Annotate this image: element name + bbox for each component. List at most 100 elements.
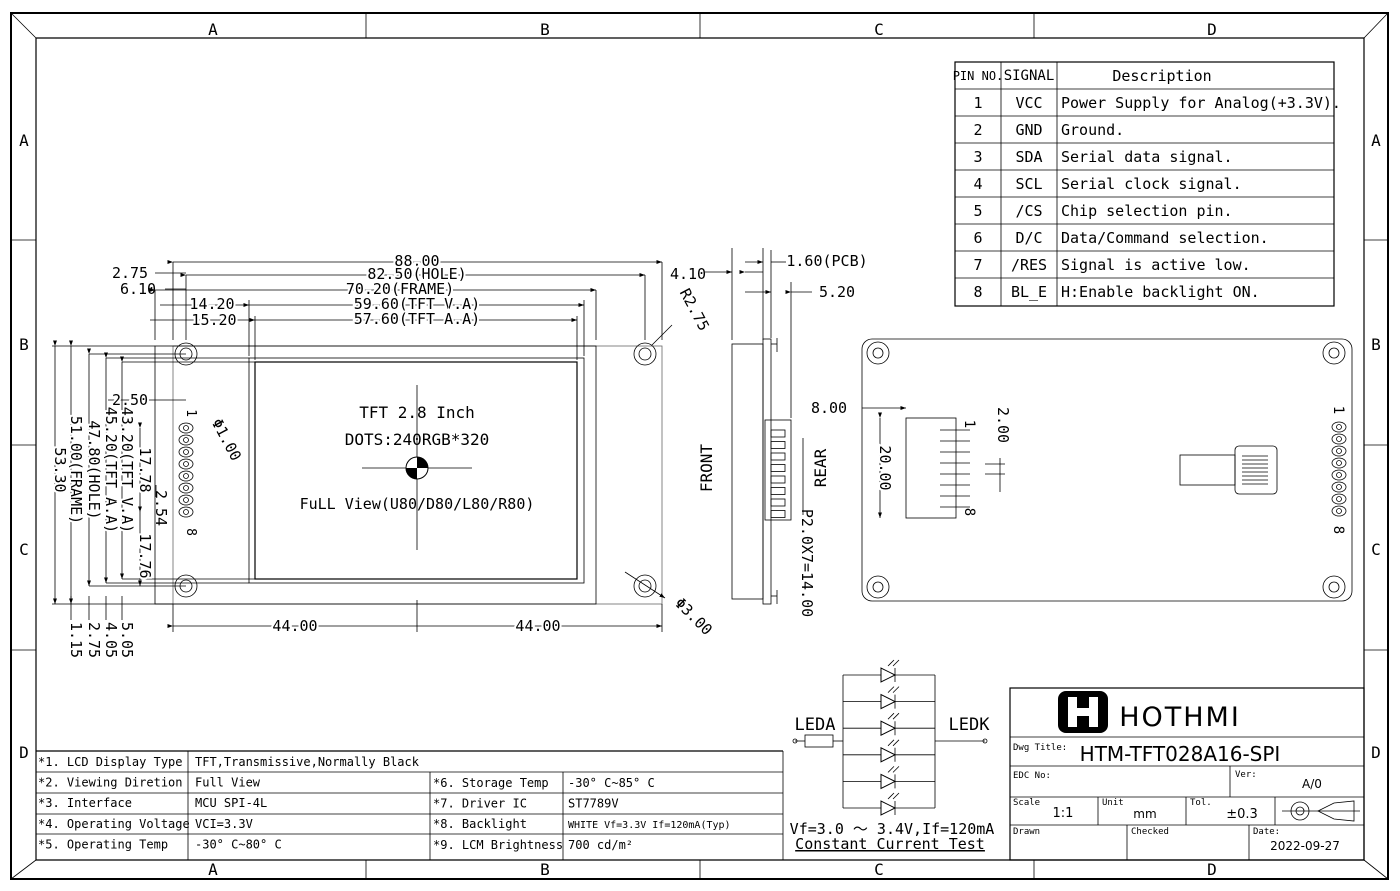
pin-table-description: Ground. — [1061, 121, 1124, 139]
pin-table-pin-no: 8 — [973, 283, 982, 301]
led-ray — [892, 766, 900, 773]
zone-row-d-right: D — [1371, 743, 1381, 762]
front-pin1-label: 1 — [183, 409, 198, 417]
side-pin — [770, 464, 786, 472]
pin-table-signal: /RES — [1011, 256, 1047, 274]
zone-labels: A B C D A B C D A B C D A B C D — [19, 20, 1381, 879]
led-diode-icon — [880, 720, 897, 737]
pin-table-header-signal: SIGNAL — [1004, 68, 1055, 84]
side-pitch-label: P2.0X7=14.00 — [798, 509, 816, 617]
pin-table-pin-no: 1 — [973, 94, 982, 112]
side-view: 4.10 1.60(PCB) 5.20 FRONT REAR P2.0X7=14… — [670, 248, 868, 617]
zone-row-c-right: C — [1371, 540, 1381, 559]
led-diode-icon — [880, 746, 897, 763]
rear-pin-hole — [1336, 484, 1342, 490]
title-block: HOTHMI Dwg Title: HTM-TFT028A16-SPI EDC … — [1009, 687, 1365, 861]
side-pin — [770, 487, 786, 495]
tol-value: ±0.3 — [1226, 807, 1258, 822]
rear-pin — [1331, 469, 1347, 481]
zone-col-d-top: D — [1207, 20, 1217, 39]
zone-col-b-top: B — [540, 20, 550, 39]
rear-dim-8-00: 8.00 — [811, 399, 847, 417]
unit-value: mm — [1133, 807, 1156, 821]
side-dim-5-20: 5.20 — [819, 283, 855, 301]
screen-title: TFT 2.8 Inch — [359, 403, 475, 422]
zone-row-c-left: C — [19, 540, 29, 559]
led-ray — [892, 686, 900, 693]
rear-pin — [1331, 445, 1347, 457]
pin-table-description: H:Enable backlight ON. — [1061, 283, 1260, 301]
backlight-circuit: LEDA LEDK Vf=3.0 ～ 3.4V,If=120mA Constan… — [790, 659, 994, 853]
led-ray — [887, 739, 895, 747]
pin-table-pin-no: 6 — [973, 229, 982, 247]
dwg-title-label: Dwg Title: — [1013, 743, 1067, 753]
pin-table-signal: VCC — [1015, 94, 1042, 112]
zone-row-a-right: A — [1371, 131, 1381, 150]
front-dims-small-bottom: 1.15 2.75 4.05 5.05 — [67, 596, 136, 658]
pin-table-pin-no: 5 — [973, 202, 982, 220]
pin-table-signal: BL_E — [1011, 283, 1047, 301]
pin-table-signal: SCL — [1015, 175, 1042, 193]
pin-table-signal: GND — [1015, 121, 1042, 139]
dim-14-20: 14.20 — [189, 295, 234, 313]
dim-70-20-frame: 70.20(FRAME) — [346, 280, 454, 298]
scale-label: Scale — [1013, 798, 1040, 808]
backlight-test: Constant Current Test — [795, 835, 985, 853]
front-dims-horizontal: 88.00 82.50(HOLE) 70.20(FRAME) 59.60(TFT… — [108, 250, 663, 411]
unit-label: Unit — [1102, 798, 1124, 808]
projection-symbol-icon — [1282, 800, 1360, 822]
rear-pin — [1331, 421, 1347, 433]
rear-dim-2-00: 2.00 — [994, 407, 1012, 443]
zone-col-b-bottom: B — [540, 860, 550, 879]
front-dims-vertical: 53.30 51.00(FRAME) 47.80(HOLE) 45.20(TFT… — [49, 340, 255, 604]
pin-table-signal: D/C — [1015, 229, 1042, 247]
dim-43-20-va: 43.20(TFT V.A) — [118, 407, 136, 533]
rear-pin-hole — [1336, 436, 1342, 442]
spec-label: *4. Operating Voltage — [38, 817, 190, 831]
dim-2-75-small: 2.75 — [85, 622, 103, 658]
side-pin — [770, 498, 786, 507]
front-pin-hole — [183, 509, 189, 515]
screen-dots: DOTS:240RGB*320 — [345, 430, 490, 449]
front-pin — [178, 446, 194, 458]
dim-17-78: 17.78 — [136, 447, 154, 492]
front-pin-hole — [183, 425, 189, 431]
spec-value: Full View — [195, 776, 261, 790]
front-pin — [178, 422, 194, 434]
front-pin — [178, 470, 194, 482]
dim-4-05: 4.05 — [102, 622, 120, 658]
led-ray — [892, 739, 900, 747]
dim-2-54: 2.54 — [152, 490, 170, 526]
zone-row-b-left: B — [19, 335, 29, 354]
spec-label: *6. Storage Temp — [433, 776, 549, 790]
rear-pin — [1331, 481, 1347, 493]
front-pin-hole — [183, 449, 189, 455]
dim-57-60-aa: 57.60(TFT A.A) — [354, 310, 480, 328]
side-pin — [770, 452, 786, 461]
spec-value: 700 cd/m² — [568, 838, 633, 852]
spec-value: VCI=3.3V — [195, 817, 253, 831]
dim-47-80-hole: 47.80(HOLE) — [85, 420, 103, 519]
edc-label: EDC No: — [1013, 771, 1051, 781]
ledk-label: LEDK — [949, 715, 991, 735]
spec-label: *1. LCD Display Type — [38, 755, 183, 769]
front-pin-hole — [183, 485, 189, 491]
dim-44-right: 44.00 — [515, 617, 560, 635]
rear-pin-hole — [1336, 472, 1342, 478]
scale-value: 1:1 — [1053, 806, 1074, 821]
rear-pin — [1331, 457, 1347, 469]
dim-59-60-va: 59.60(TFT V.A) — [354, 295, 480, 313]
zone-col-a-bottom: A — [208, 860, 218, 879]
zone-row-d-left: D — [19, 743, 29, 762]
spec-value: WHITE Vf=3.3V If=120mA(Typ) — [568, 820, 731, 831]
led-ray — [892, 659, 900, 667]
front-pin-hole — [183, 473, 189, 479]
side-rear-label: REAR — [811, 448, 830, 487]
radius-label: R2.75 — [676, 285, 713, 333]
front-pin — [178, 506, 194, 518]
zone-col-a-top: A — [208, 20, 218, 39]
side-dim-1-60-pcb: 1.60(PCB) — [786, 252, 867, 270]
pin-table-pin-no: 2 — [973, 121, 982, 139]
dim-82-50-hole: 82.50(HOLE) — [367, 265, 466, 283]
spec-label: *3. Interface — [38, 796, 132, 810]
